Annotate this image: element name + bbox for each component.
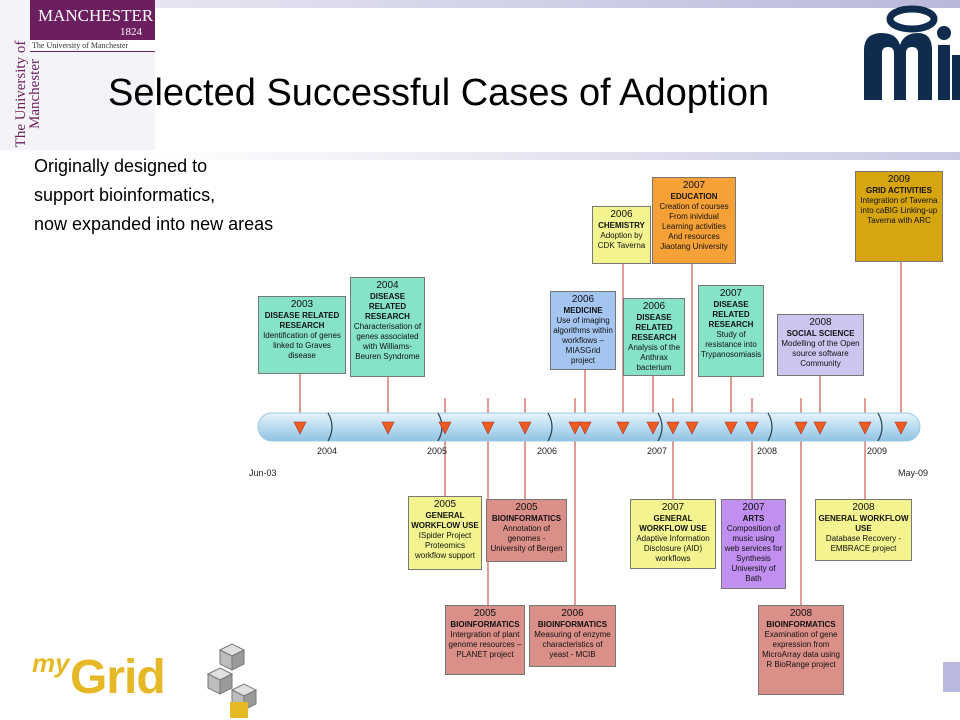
event-box-2008-biorange: 2008 BIOINFORMATICS Examination of gene … (758, 605, 844, 695)
event-body: Integration of Taverna into caBIG Linkin… (860, 196, 938, 225)
subtitle-line: Originally designed to (34, 156, 208, 176)
event-heading: GENERAL WORKFLOW USE (639, 514, 707, 533)
event-heading: DISEASE RELATED RESEARCH (631, 313, 677, 342)
event-year: 2004 (376, 280, 399, 291)
event-body: ISpider Project Proteomics workflow supp… (414, 531, 476, 560)
event-body: Composition of music using web services … (724, 524, 783, 583)
timeline-tube (257, 412, 921, 442)
event-box-2009-grid: 2009 GRID ACTIVITIES Integration of Tave… (855, 171, 943, 262)
event-heading: EDUCATION (670, 192, 718, 201)
event-year: 2005 (433, 499, 457, 510)
university-logo-name: MANCHESTER (38, 6, 154, 25)
event-body: Adaptive Information Disclosure (AID) wo… (636, 534, 710, 563)
year-dividers (327, 412, 883, 442)
slide-title: Selected Successful Cases of Adoption (108, 72, 770, 114)
event-year: 2009 (887, 174, 911, 185)
event-box-2006-medicine: 2006 MEDICINE Use of imaging algorithms … (550, 291, 616, 370)
university-logo-subtitle: The University of Manchester (30, 40, 159, 51)
event-box-2008-social-science: 2008 SOCIAL SCIENCE Modelling of the Ope… (777, 314, 864, 376)
year-label: 2009 (867, 446, 888, 456)
event-body: Study of resistance into Trypanosomiasis (701, 330, 762, 359)
event-box-2003-disease: 2003 DISEASE RELATED RESEARCH Identifica… (258, 296, 346, 374)
event-box-2007-aid: 2007 GENERAL WORKFLOW USE Adaptive Infor… (630, 499, 716, 569)
event-box-2005-workflow: 2005 GENERAL WORKFLOW USE ISpider Projec… (408, 496, 482, 570)
event-body: Modelling of the Open source software Co… (781, 339, 860, 368)
timeline-end-label: May-09 (898, 468, 929, 478)
event-body: Characterisation of genes associated wit… (353, 322, 422, 361)
event-year: 2007 (719, 288, 743, 299)
event-year: 2006 (642, 301, 666, 312)
slide-subtitle: Originally designed to support bioinform… (34, 152, 273, 239)
event-heading: GENERAL WORKFLOW USE (818, 514, 909, 533)
year-label: 2005 (427, 446, 448, 456)
event-year: 2006 (610, 209, 633, 220)
event-year: 2005 (473, 608, 497, 619)
event-heading: BIOINFORMATICS (537, 620, 608, 629)
title-divider (155, 152, 960, 160)
event-box-2005-bergen: 2005 BIOINFORMATICS Annotation of genome… (486, 499, 567, 562)
event-box-2008-embrace: 2008 GENERAL WORKFLOW USE Database Recov… (815, 499, 912, 561)
event-body: Identification of genes linked to Graves… (263, 331, 341, 360)
event-body: Intergration of plant genome resources –… (448, 630, 522, 659)
event-year: 2005 (515, 502, 538, 513)
mii-logo-icon (864, 5, 960, 100)
event-year: 2007 (682, 180, 706, 191)
event-heading: SOCIAL SCIENCE (786, 329, 855, 338)
event-year: 2006 (561, 608, 584, 619)
event-body: Measuring of enzyme characteristics of y… (534, 630, 611, 659)
event-heading: DISEASE RELATED RESEARCH (365, 292, 410, 321)
event-heading: DISEASE RELATED RESEARCH (264, 311, 340, 330)
event-year: 2008 (852, 502, 875, 513)
event-year: 2008 (809, 317, 832, 328)
event-year: 2008 (789, 608, 813, 619)
year-label: 2004 (317, 446, 338, 456)
event-year: 2003 (290, 299, 314, 310)
event-heading: MEDICINE (563, 306, 603, 315)
top-accent-bar (155, 0, 960, 8)
year-label: 2006 (537, 446, 558, 456)
event-box-2006-disease: 2006 DISEASE RELATED RESEARCH Analysis o… (623, 298, 685, 376)
cube-cluster-icon (206, 643, 258, 718)
event-heading: BIOINFORMATICS (766, 620, 836, 629)
event-box-2007-disease: 2007 DISEASE RELATED RESEARCH Study of r… (698, 285, 764, 377)
event-heading: DISEASE RELATED RESEARCH (708, 300, 754, 329)
mygrid-logo: my Grid (32, 640, 282, 720)
timeline-start-label: Jun-03 (249, 468, 277, 478)
timeline-arrows (293, 421, 908, 435)
event-heading: BIOINFORMATICS (450, 620, 520, 629)
event-body: Database Recovery - EMBRACE project (825, 534, 902, 553)
event-heading: GENERAL WORKFLOW USE (411, 511, 479, 530)
event-year: 2007 (742, 502, 765, 513)
subtitle-line: now expanded into new areas (34, 214, 274, 234)
event-body: Creation of courses From inividual Learn… (659, 202, 729, 251)
event-body: Analysis of the Anthrax bacterium (627, 343, 681, 372)
event-body: Examination of gene expression from Micr… (762, 630, 840, 669)
event-box-2005-planet: 2005 BIOINFORMATICS Intergration of plan… (445, 605, 525, 675)
event-year: 2007 (661, 502, 685, 513)
event-box-2007-education: 2007 EDUCATION Creation of courses From … (652, 177, 736, 264)
year-label: 2007 (647, 446, 668, 456)
event-body: Use of imaging algorithms within workflo… (553, 316, 613, 365)
event-heading: CHEMISTRY (598, 221, 645, 230)
event-heading: BIOINFORMATICS (491, 514, 562, 523)
subtitle-line: support bioinformatics, (34, 185, 216, 205)
footer-accent-bar (943, 662, 960, 692)
event-box-2004-disease: 2004 DISEASE RELATED RESEARCH Characteri… (350, 277, 425, 377)
mygrid-logo-my: my (32, 648, 70, 678)
event-box-2006-chemistry: 2006 CHEMISTRY Adoption by CDK Taverna (592, 206, 651, 264)
event-heading: ARTS (742, 514, 765, 523)
event-year: 2006 (571, 294, 595, 305)
event-heading: GRID ACTIVITIES (866, 186, 932, 195)
event-box-2007-arts: 2007 ARTS Composition of music using web… (721, 499, 786, 589)
event-box-2006-yeast: 2006 BIOINFORMATICS Measuring of enzyme … (529, 605, 616, 667)
event-body: Adoption by CDK Taverna (597, 231, 646, 250)
year-label: 2008 (757, 446, 778, 456)
mygrid-logo-grid: Grid (70, 651, 166, 704)
event-body: Annotation of genomes - University of Be… (490, 524, 563, 553)
university-logo-year: 1824 (120, 26, 142, 38)
